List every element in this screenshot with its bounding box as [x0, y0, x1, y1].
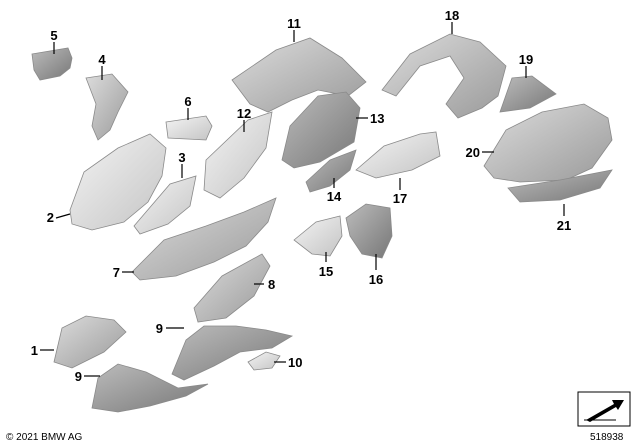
callout-9-upper: 9 [156, 321, 163, 336]
part-9-lower [91, 363, 209, 413]
part-1 [53, 315, 127, 369]
callout-12: 12 [237, 106, 251, 121]
callout-13: 13 [370, 111, 384, 126]
leader-2 [55, 213, 71, 219]
arrow-direction-icon [577, 391, 631, 427]
callout-5: 5 [50, 28, 57, 43]
callout-14: 14 [327, 189, 342, 204]
callout-9-lower: 9 [75, 369, 82, 384]
callout-7: 7 [113, 265, 120, 280]
callout-19: 19 [519, 52, 533, 67]
part-15 [293, 215, 343, 257]
callout-20: 20 [466, 145, 480, 160]
part-20 [483, 103, 613, 183]
callout-21: 21 [557, 218, 571, 233]
callout-15: 15 [319, 264, 333, 279]
callout-17: 17 [393, 191, 407, 206]
copyright-text: © 2021 BMW AG [6, 432, 83, 443]
callout-6: 6 [184, 94, 191, 109]
part-14 [305, 149, 357, 193]
part-19 [499, 75, 557, 113]
part-8 [193, 253, 271, 323]
part-6 [165, 115, 213, 141]
callout-2: 2 [47, 210, 54, 225]
callout-18: 18 [445, 8, 459, 23]
part-2 [69, 133, 167, 231]
callout-1: 1 [31, 343, 38, 358]
part-13 [281, 91, 361, 169]
callout-4: 4 [98, 52, 106, 67]
part-4 [85, 73, 129, 141]
callout-8: 8 [268, 277, 275, 292]
part-3 [133, 175, 197, 235]
callout-11: 11 [287, 16, 301, 31]
part-17 [355, 131, 441, 179]
callout-3: 3 [178, 150, 185, 165]
callout-10: 10 [288, 355, 302, 370]
part-10 [247, 351, 281, 371]
part-21 [507, 169, 613, 203]
callout-16: 16 [369, 272, 383, 287]
part-12 [203, 111, 273, 199]
part-5 [31, 47, 73, 81]
part-16 [345, 203, 393, 259]
part-18 [381, 33, 507, 119]
diagram-reference-number: 518938 [590, 432, 624, 443]
part-7 [131, 197, 277, 281]
part-9-upper [171, 325, 294, 381]
